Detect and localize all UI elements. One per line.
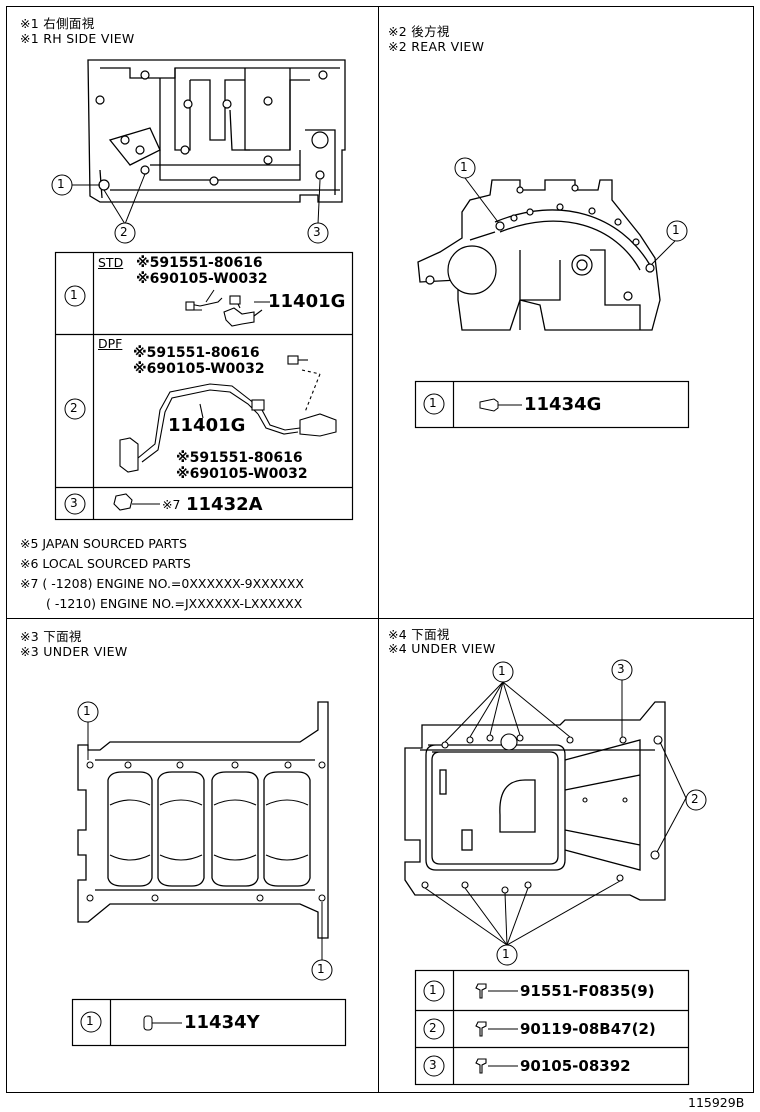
note-japan-sourced: ※5 JAPAN SOURCED PARTS <box>20 536 187 551</box>
under3-title-jp: ※3 下面視 <box>20 629 82 644</box>
rh-title-en: ※1 RH SIDE VIEW <box>20 31 135 46</box>
under4-row1-num: 1 <box>429 983 437 997</box>
rear-title-en: ※2 REAR VIEW <box>388 39 485 54</box>
note-engine-no-2: ( -1210) ENGINE NO.=JXXXXXX-LXXXXXX <box>46 596 303 611</box>
under4-row3-part: 90105-08392 <box>520 1057 631 1075</box>
under4-title-en: ※4 UNDER VIEW <box>388 641 496 656</box>
rh-row1-part: 11401G <box>268 291 346 312</box>
rh-callout-3: 3 <box>313 225 321 239</box>
under3-title-en: ※3 UNDER VIEW <box>20 644 128 659</box>
rh-row2-part: 11401G <box>168 415 246 436</box>
note-local-sourced: ※6 LOCAL SOURCED PARTS <box>20 556 191 571</box>
rh-row2-top-line1: ※591551-80616 <box>133 345 260 361</box>
under4-row1-part: 91551-F0835(9) <box>520 982 655 1000</box>
under4-callout-2: 2 <box>691 792 699 806</box>
rear-callout-1a: 1 <box>460 160 468 174</box>
rh-callout-1: 1 <box>57 177 65 191</box>
under3-callout-1b: 1 <box>317 962 325 976</box>
rh-row3-num: 3 <box>70 496 78 510</box>
rh-row1-line2: ※690105-W0032 <box>136 271 268 287</box>
under4-callout-1-bottom: 1 <box>502 947 510 961</box>
rh-callout-2: 2 <box>120 225 128 239</box>
rear-table-num: 1 <box>429 396 437 410</box>
rh-row3-part: 11432A <box>186 494 263 515</box>
under3-table-num: 1 <box>86 1014 94 1028</box>
under4-title-jp: ※4 下面視 <box>388 627 450 642</box>
rh-row2-tag: DPF <box>98 336 123 351</box>
rear-title-jp: ※2 後方視 <box>388 24 450 39</box>
under4-row2-part: 90119-08B47(2) <box>520 1020 656 1038</box>
under4-callout-1-top: 1 <box>498 664 506 678</box>
rear-callout-1b: 1 <box>672 223 680 237</box>
rear-table-part: 11434G <box>524 394 602 415</box>
figure-id: 115929B <box>688 1095 745 1110</box>
under4-callout-3: 3 <box>617 662 625 676</box>
rh-row1-tag: STD <box>98 255 124 270</box>
rh-row2-bottom-line2: ※690105-W0032 <box>176 466 308 482</box>
rh-row2-top-line2: ※690105-W0032 <box>133 361 265 377</box>
under3-table-part: 11434Y <box>184 1012 260 1033</box>
under3-callout-1a: 1 <box>83 704 91 718</box>
under4-row2-num: 2 <box>429 1021 437 1035</box>
rh-row2-bottom-line1: ※591551-80616 <box>176 450 303 466</box>
rh-title-jp: ※1 右側面視 <box>20 16 95 31</box>
rh-row1-line1: ※591551-80616 <box>136 255 263 271</box>
under4-row3-num: 3 <box>429 1058 437 1072</box>
note-engine-no-1: ※7 ( -1208) ENGINE NO.=0XXXXXX-9XXXXXX <box>20 576 304 591</box>
rh-row3-prefix: ※7 <box>162 497 181 512</box>
rh-row1-num: 1 <box>70 288 78 302</box>
rh-row2-num: 2 <box>70 401 78 415</box>
